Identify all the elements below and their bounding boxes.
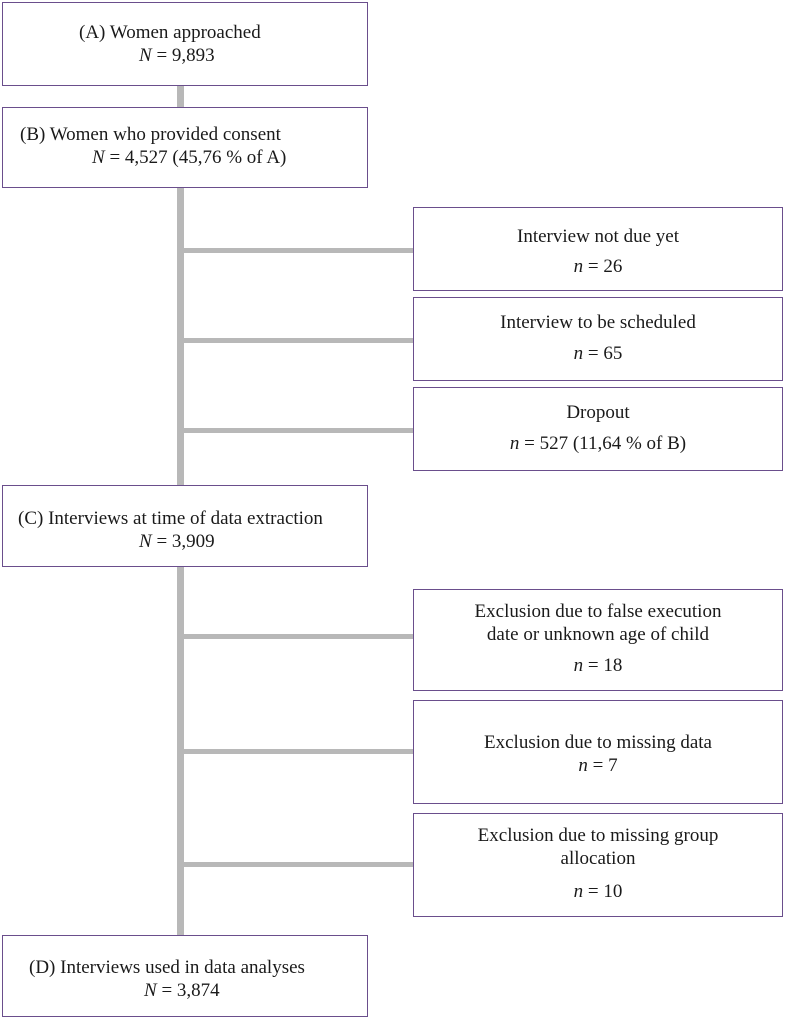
box-d-interviews-analyses: (D) Interviews used in data analyses N =… xyxy=(2,935,368,1017)
side-box-2-line-1: Interview to be scheduled xyxy=(500,312,696,333)
box-d-count: N = 3,874 xyxy=(3,979,367,1002)
branch-connector-1 xyxy=(177,248,414,253)
box-d-n-value: = 3,874 xyxy=(161,980,220,1001)
side-box-6-count: n = 10 xyxy=(414,880,782,903)
side-box-missing-data: Exclusion due to missing data n = 7 xyxy=(413,700,783,804)
branch-connector-3 xyxy=(177,428,414,433)
side-box-3-n-value: = 527 (11,64 % of B) xyxy=(524,433,687,454)
box-d-title: (D) Interviews used in data analyses xyxy=(29,957,305,978)
side-box-false-execution-date: Exclusion due to false execution date or… xyxy=(413,589,783,691)
box-a-n-value: = 9,893 xyxy=(156,45,215,66)
side-box-6-line-1: Exclusion due to missing group xyxy=(477,825,719,846)
side-box-4-count: n = 18 xyxy=(414,654,782,677)
side-box-1-line-1: Interview not due yet xyxy=(517,226,679,247)
box-a-n-label: N xyxy=(139,45,152,66)
connector-b-c xyxy=(177,187,184,485)
box-a-count: N = 9,893 xyxy=(3,44,367,67)
branch-connector-5 xyxy=(177,749,414,754)
side-box-5-n-label: n xyxy=(578,755,588,776)
side-box-4-n-label: n xyxy=(573,655,584,676)
side-box-6-n-label: n xyxy=(573,881,584,902)
box-b-count: N = 4,527 (45,76 % of A) xyxy=(3,146,367,169)
box-c-n-label: N xyxy=(139,531,152,552)
side-box-2-n-label: n xyxy=(573,343,584,364)
side-box-2-count: n = 65 xyxy=(414,342,782,365)
box-d-n-label: N xyxy=(144,980,157,1001)
side-box-4-n-value: = 18 xyxy=(587,655,623,676)
side-box-missing-group-allocation: Exclusion due to missing group allocatio… xyxy=(413,813,783,917)
box-a-title: (A) Women approached xyxy=(79,22,261,43)
side-box-5-n-value: = 7 xyxy=(592,755,618,776)
side-box-3-line-1: Dropout xyxy=(566,402,630,423)
branch-connector-4 xyxy=(177,634,414,639)
side-box-4-line-2: date or unknown age of child xyxy=(486,624,710,645)
side-box-4-line-1: Exclusion due to false execution xyxy=(474,601,722,622)
box-b-n-value: = 4,527 (45,76 % of A) xyxy=(109,147,287,168)
box-c-n-value: = 3,909 xyxy=(156,531,215,552)
side-box-1-n-value: = 26 xyxy=(587,256,623,277)
side-box-3-count: n = 527 (11,64 % of B) xyxy=(414,432,782,455)
side-box-5-count: n = 7 xyxy=(414,754,782,777)
branch-connector-2 xyxy=(177,338,414,343)
side-box-5-line-1: Exclusion due to missing data xyxy=(484,732,712,753)
box-b-n-label: N xyxy=(92,147,105,168)
branch-connector-6 xyxy=(177,862,414,867)
box-b-women-consent: (B) Women who provided consent N = 4,527… xyxy=(2,107,368,188)
connector-a-b xyxy=(177,84,184,108)
side-box-dropout: Dropout n = 527 (11,64 % of B) xyxy=(413,387,783,471)
side-box-2-n-value: = 65 xyxy=(587,343,623,364)
side-box-3-n-label: n xyxy=(509,433,520,454)
side-box-1-n-label: n xyxy=(573,256,584,277)
box-c-count: N = 3,909 xyxy=(3,530,367,553)
box-a-women-approached: (A) Women approached N = 9,893 xyxy=(2,2,368,86)
side-box-1-count: n = 26 xyxy=(414,255,782,278)
box-c-interviews-extraction: (C) Interviews at time of data extractio… xyxy=(2,485,368,567)
side-box-6-n-value: = 10 xyxy=(587,881,623,902)
side-box-to-be-scheduled: Interview to be scheduled n = 65 xyxy=(413,297,783,381)
side-box-6-line-2: allocation xyxy=(560,848,636,869)
box-b-title: (B) Women who provided consent xyxy=(20,124,281,145)
side-box-not-due-yet: Interview not due yet n = 26 xyxy=(413,207,783,291)
box-c-title: (C) Interviews at time of data extractio… xyxy=(18,508,323,529)
